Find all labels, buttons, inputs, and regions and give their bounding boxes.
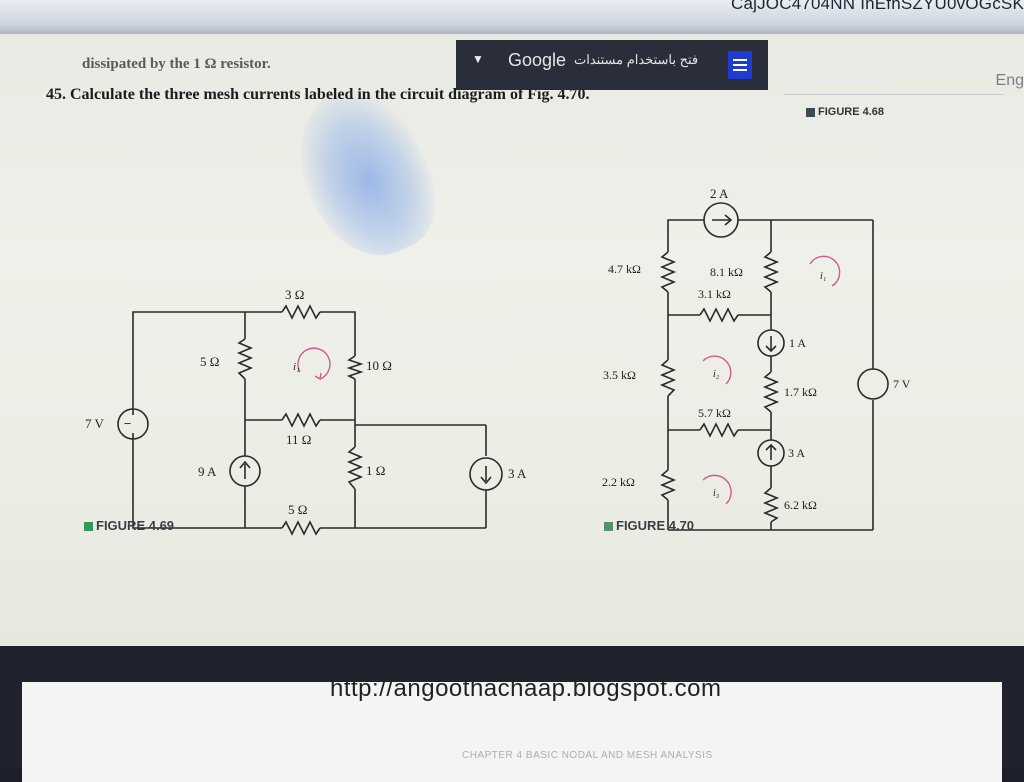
mesh-arrow-i3 <box>702 474 732 505</box>
label-3ohm: 3 Ω <box>285 287 304 302</box>
textbook-page-photo: dissipated by the 1 Ω resistor. 45. Calc… <box>0 34 1024 646</box>
resistor-10ohm <box>346 355 364 380</box>
vsrc-signs: − <box>124 416 131 431</box>
current-source-9a <box>229 455 261 487</box>
label-1a: 1 A <box>789 336 806 350</box>
label-4.7k: 4.7 kΩ <box>608 262 641 276</box>
figure-marker-icon <box>604 522 613 532</box>
current-source-3a <box>469 457 503 491</box>
label-2a: 2 A <box>710 186 729 201</box>
bottom-area <box>0 646 1024 782</box>
question-44-text: dissipated by the 1 Ω resistor. <box>82 56 271 72</box>
wire <box>667 219 704 252</box>
circuit-figures: − 3 Ω 5 Ω 10 Ω 11 Ω 5 Ω 1 Ω 7 V 9 A 3 A … <box>85 186 911 536</box>
question-45-text: 45. Calculate the three mesh currents la… <box>46 86 590 103</box>
figure-4-69-circuit <box>117 304 503 536</box>
resistor-1ohm <box>346 446 364 490</box>
resistor-4.7k <box>659 251 677 293</box>
footer-card <box>22 682 1002 782</box>
label-9a: 9 A <box>198 464 217 479</box>
google-label: Google <box>508 50 567 70</box>
resistor-3.5k <box>659 359 677 397</box>
label-3.1k: 3.1 kΩ <box>698 287 731 301</box>
label-5ohm-bottom: 5 Ω <box>288 502 307 517</box>
label-5.7k: 5.7 kΩ <box>698 406 731 420</box>
current-source-2a <box>703 202 739 238</box>
label-7v-fig70: 7 V <box>893 377 911 391</box>
label-5ohm-left: 5 Ω <box>200 354 219 369</box>
wire <box>132 433 282 529</box>
resistor-8.1k <box>762 251 780 293</box>
label-3.5k: 3.5 kΩ <box>603 368 636 382</box>
chapter-footer: CHAPTER 4 BASIC NODAL AND MESH ANALYSIS <box>462 750 713 761</box>
mesh-arrow-i1 <box>809 255 841 287</box>
label-mesh-i1-fig70: i₁ <box>820 271 826 282</box>
label-1ohm: 1 Ω <box>366 463 385 478</box>
current-source-3a <box>757 439 785 467</box>
google-translate-bar[interactable]: ▼ Google فتح باستخدام مستندات <box>456 40 768 90</box>
voltage-source-7v <box>857 368 889 400</box>
label-1.7k: 1.7 kΩ <box>784 385 817 399</box>
open-with-docs-label[interactable]: فتح باستخدام مستندات <box>574 52 699 67</box>
label-7v-fig69: 7 V <box>85 416 105 431</box>
language-hint: Eng <box>995 72 1024 89</box>
label-3a-fig70: 3 A <box>788 446 805 460</box>
figure-4-68-label: FIGURE 4.68 <box>806 106 884 118</box>
resistor-5ohm-left <box>236 338 254 380</box>
label-8.1k: 8.1 kΩ <box>710 265 743 279</box>
label-mesh-i3: i₃ <box>713 488 720 499</box>
resistor-1.7k <box>762 371 780 413</box>
label-mesh-i2: i₂ <box>713 369 720 380</box>
label-2.2k: 2.2 kΩ <box>602 475 635 489</box>
label-11ohm: 11 Ω <box>286 432 311 447</box>
wire <box>320 311 356 356</box>
label-3a-fig69: 3 A <box>508 466 527 481</box>
figure-marker-icon <box>84 522 93 532</box>
resistor-5.7k <box>699 422 739 438</box>
resistor-11ohm <box>281 412 321 428</box>
language-field[interactable] <box>784 44 1004 95</box>
label-10ohm: 10 Ω <box>366 358 392 373</box>
mesh-arrow-i1 <box>297 347 331 380</box>
label-6.2k: 6.2 kΩ <box>784 498 817 512</box>
blog-url-watermark: http://angoothachaap.blogspot.com <box>330 675 722 702</box>
wire <box>132 311 282 415</box>
current-source-1a <box>757 329 785 357</box>
mesh-arrow-i2 <box>702 355 732 385</box>
figure-marker-icon <box>806 107 815 117</box>
chevron-down-icon[interactable]: ▼ <box>472 52 484 66</box>
url-fragment: CajJOC4704NN InEfhSZYU0vOGcSK <box>730 0 1024 13</box>
resistor-2.2k <box>659 469 677 501</box>
resistor-6.2k <box>762 487 780 523</box>
resistor-3ohm <box>281 304 321 320</box>
docs-icon[interactable] <box>728 51 752 79</box>
resistor-3.1k <box>699 307 739 323</box>
figure-4-70-caption: FIGURE 4.70 <box>604 518 694 533</box>
voltage-source-7v <box>117 408 149 440</box>
label-mesh-i1-fig69: i₁ <box>293 361 300 373</box>
figure-4-69-caption: FIGURE 4.69 <box>84 518 174 533</box>
browser-top-bar: CajJOC4704NN InEfhSZYU0vOGcSK <box>0 0 1024 40</box>
resistor-5ohm-bottom <box>281 520 321 536</box>
figure-4-70-circuit <box>659 202 889 531</box>
